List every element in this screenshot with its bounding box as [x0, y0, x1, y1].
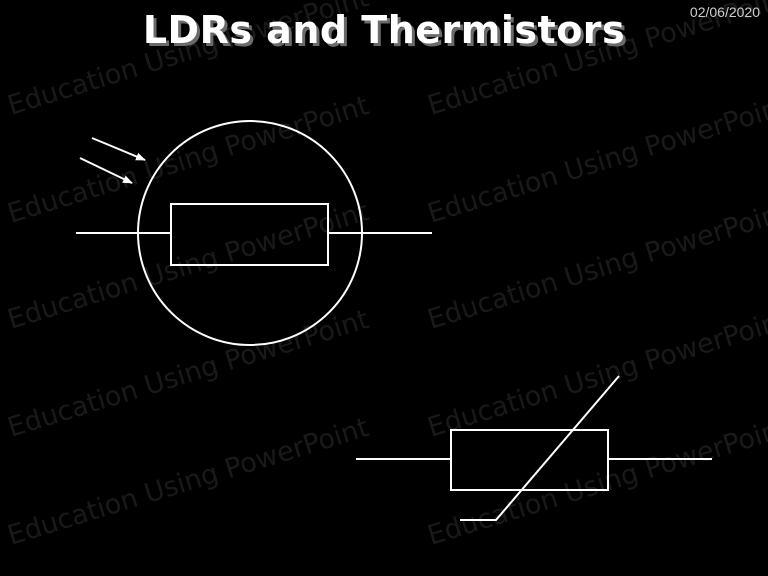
- light-arrow-icon: [91, 137, 146, 161]
- slide-title: LDRs and Thermistors: [142, 8, 626, 52]
- ldr-symbol: [76, 120, 432, 346]
- thermistor-diagonal-line: [460, 375, 620, 521]
- ldr-resistor-body: [170, 203, 329, 266]
- slide-date: 02/06/2020: [689, 4, 760, 20]
- thermistor-symbol: [356, 375, 712, 521]
- light-arrow-icon: [79, 157, 133, 184]
